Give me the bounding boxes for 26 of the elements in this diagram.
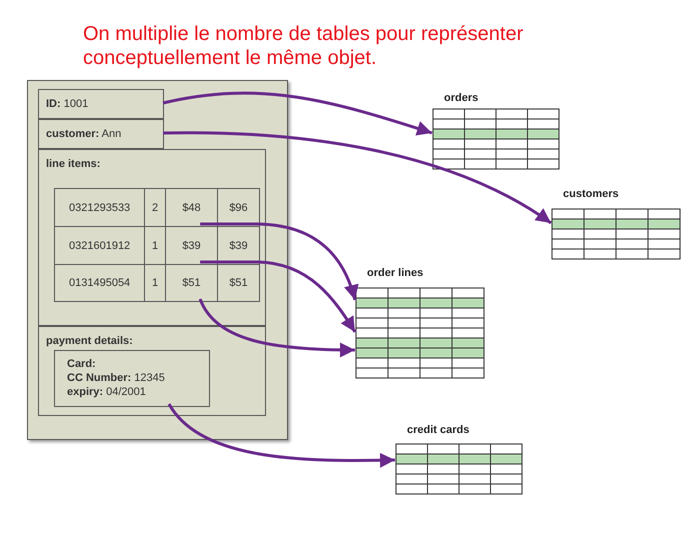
table-cell: $51 xyxy=(217,264,260,302)
details-box xyxy=(54,350,210,407)
section-panel xyxy=(38,149,266,326)
table-cell: $96 xyxy=(217,188,260,227)
section-heading: payment details: xyxy=(46,335,133,347)
table-cell: 0321293533 xyxy=(54,188,145,227)
arrow xyxy=(162,92,432,136)
table-title: credit cards xyxy=(407,424,470,436)
title: On multiplie le nombre de tables pour représenter conceptuellement le même objet. xyxy=(83,22,524,70)
arrow xyxy=(162,131,552,224)
field-text: expiry: 04/2001 xyxy=(67,385,147,399)
table-title: orders xyxy=(444,92,478,104)
arrow xyxy=(200,260,356,333)
field-text: CC Number: 12345 xyxy=(67,371,166,385)
field-cell: customer: Ann xyxy=(38,119,164,149)
arrow xyxy=(168,403,396,468)
table-title: customers xyxy=(563,188,619,200)
section-panel xyxy=(38,326,266,416)
table-cell: 0131495054 xyxy=(54,264,145,302)
aggregate-box xyxy=(27,80,288,440)
table-title: order lines xyxy=(367,267,424,279)
arrow xyxy=(200,222,358,300)
field-cell: ID: 1001 xyxy=(38,89,164,119)
field-text: Card: xyxy=(67,357,97,371)
section-heading: line items: xyxy=(46,158,100,170)
arrow xyxy=(198,298,356,358)
